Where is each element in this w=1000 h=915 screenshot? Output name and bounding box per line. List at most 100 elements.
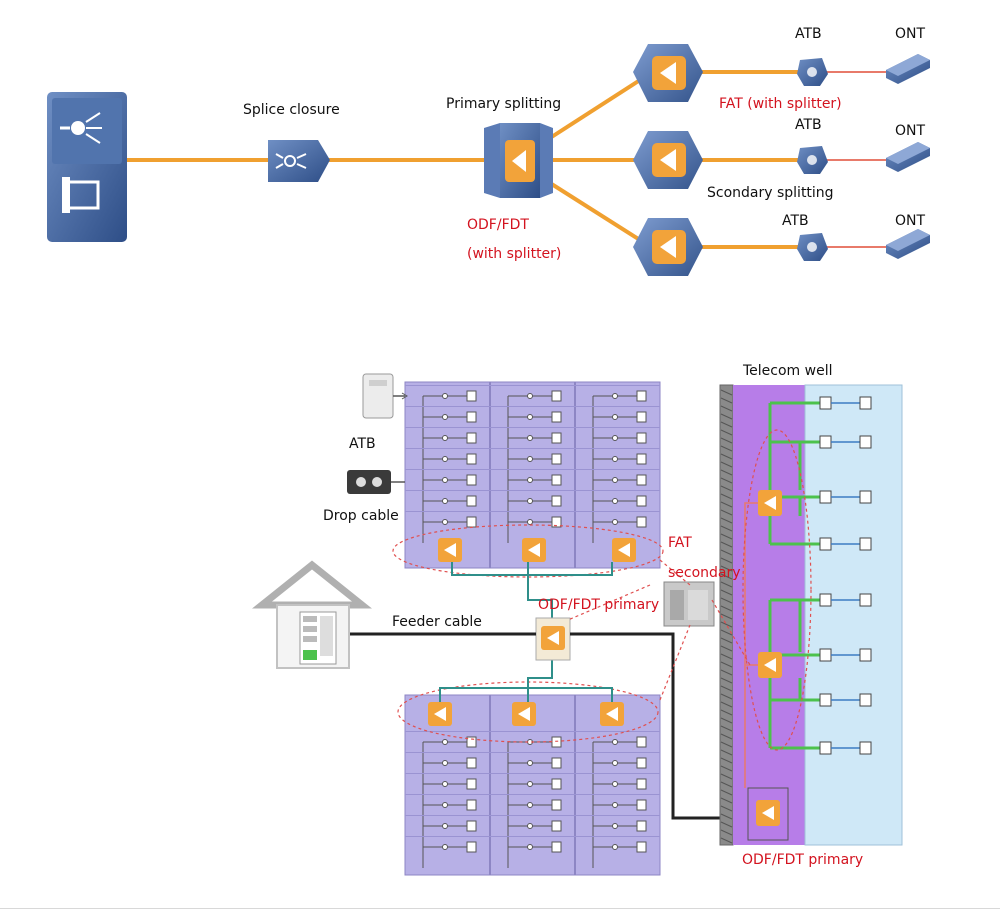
floor-connector (442, 823, 448, 829)
floor-terminal (551, 474, 562, 486)
feeder-cable-label: Feeder cable (392, 614, 482, 630)
floor-terminal (636, 820, 647, 832)
floor-terminal (636, 736, 647, 748)
floor-connector (527, 844, 533, 850)
floor-connector (527, 456, 533, 462)
floor-connector (442, 456, 448, 462)
floor-terminal (466, 841, 477, 853)
floor-connector (612, 414, 618, 420)
hatch-line (720, 717, 733, 724)
floor-terminal (466, 390, 477, 402)
floor-connector (442, 477, 448, 483)
well-feeder-link (744, 502, 758, 788)
odf-fdt-primary-center-label: ODF/FDT primary (538, 597, 659, 613)
hatch-line (720, 525, 733, 532)
well-green-riser (768, 600, 802, 748)
ont-icon-2 (886, 142, 930, 172)
well-fat-outline (742, 429, 812, 751)
fat-splitter-icon-2 (633, 131, 703, 189)
hatch-line (720, 765, 733, 772)
hatch-line (720, 413, 733, 420)
lower-building (397, 681, 661, 876)
well-terminal (859, 693, 872, 707)
floor-connector (527, 781, 533, 787)
floor-connector (527, 519, 533, 525)
well-terminal (859, 396, 872, 410)
atb-label-3: ATB (782, 213, 809, 229)
floor-terminal (551, 516, 562, 528)
lower-floor-rows (405, 731, 660, 868)
floor-terminal (551, 453, 562, 465)
hatch-line (720, 629, 733, 636)
hatch-line (720, 821, 733, 828)
red-dashed-connectors (567, 559, 751, 701)
floor-terminal (466, 799, 477, 811)
hatch-line (720, 613, 733, 620)
floor-terminal (466, 736, 477, 748)
hatch-line (720, 485, 733, 492)
floor-connector (527, 760, 533, 766)
hatch-line (720, 429, 733, 436)
well-terminal (859, 741, 872, 755)
drop-cable-label: Drop cable (323, 508, 399, 524)
hatch-line (720, 677, 733, 684)
atb-icon-1 (797, 58, 828, 86)
floor-terminal (551, 841, 562, 853)
olt-cabinet-icon (47, 92, 127, 242)
well-terminal (819, 593, 832, 607)
odf-fdt-label: ODF/FDT (467, 217, 529, 233)
floor-connector (442, 844, 448, 850)
well-fat-1 (758, 490, 782, 516)
hatch-line (720, 693, 733, 700)
hatch-line (720, 461, 733, 468)
hatch-line (720, 637, 733, 644)
floor-connector (442, 393, 448, 399)
floor-terminal (466, 495, 477, 507)
hatch-line (720, 645, 733, 652)
hatch-line (720, 477, 733, 484)
primary-splitting-label: Primary splitting (446, 96, 561, 112)
wall-hatch (720, 389, 733, 844)
upper-building (392, 381, 664, 578)
floor-terminal (466, 516, 477, 528)
floor-terminal (636, 757, 647, 769)
hatch-line (720, 405, 733, 412)
hatch-line (720, 653, 733, 660)
floor-terminal (551, 799, 562, 811)
odf-fdt-icon (484, 123, 553, 198)
odf-fdt-primary-bottom-label: ODF/FDT primary (742, 852, 863, 868)
hatch-line (720, 397, 733, 404)
floor-connector (442, 760, 448, 766)
hatch-line (720, 621, 733, 628)
telecom-well (719, 384, 903, 846)
floor-terminal (636, 778, 647, 790)
floor-terminal (466, 411, 477, 423)
fat-label: FAT (668, 535, 692, 551)
hatch-line (720, 829, 733, 836)
hatch-line (720, 565, 733, 572)
fat-splitter-icon-1 (633, 44, 703, 102)
ont-icon-1 (886, 54, 930, 84)
floor-terminal (466, 820, 477, 832)
floor-terminal (636, 411, 647, 423)
floor-connector (612, 823, 618, 829)
well-fiber-rows (744, 396, 872, 788)
ont-label-3: ONT (895, 213, 925, 229)
floor-terminal (636, 799, 647, 811)
upper-fat-group-outline (392, 524, 664, 578)
floor-connector (612, 435, 618, 441)
hatch-line (720, 773, 733, 780)
floor-connector (612, 519, 618, 525)
secondary-label: secondary (668, 565, 741, 581)
hatch-line (720, 685, 733, 692)
floor-terminal (636, 453, 647, 465)
floor-terminal (551, 757, 562, 769)
fiber-lines (125, 70, 800, 249)
floor-connector (612, 739, 618, 745)
secondary-fat-device-icon (663, 581, 715, 627)
atb-icon-2 (797, 146, 828, 174)
upper-floor-rows (405, 385, 660, 543)
floor-terminal (466, 757, 477, 769)
hatch-line (720, 837, 733, 844)
